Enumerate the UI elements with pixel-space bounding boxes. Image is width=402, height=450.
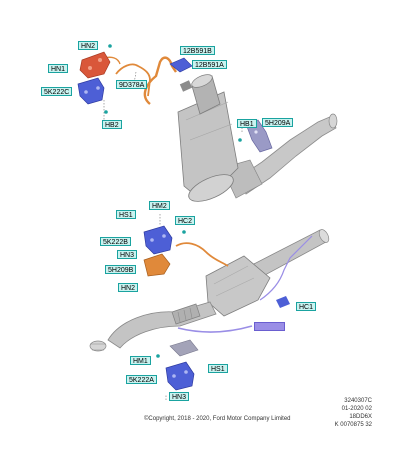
- bracket-hb1: [245, 119, 273, 153]
- highlighted-cable: [177, 325, 253, 333]
- callout-hc2: HC2: [175, 216, 196, 225]
- bottom-exhaust-assembly: [89, 214, 330, 400]
- gray-bracket-bottom: [169, 339, 199, 357]
- blue-bracket-middle: [143, 225, 173, 255]
- flex-section: [171, 303, 201, 325]
- hc1-clip: [276, 296, 290, 308]
- reference-line-1: 3240307C: [344, 398, 372, 404]
- callout-5h209a: 5H209A: [262, 118, 294, 127]
- callout-5k222c: 5K222C: [41, 87, 73, 96]
- dpf-canister-end: [188, 174, 234, 202]
- callout-5k222a: 5K222A: [126, 375, 157, 384]
- reference-line-3: 18DD6X: [349, 414, 372, 420]
- callout-hs1: HS1: [116, 210, 136, 219]
- callout-12b591a: 12B591A: [192, 60, 227, 69]
- callout-hs1-bottom: HS1: [208, 364, 228, 373]
- sensor-harness: [143, 56, 177, 105]
- front-flange: [89, 340, 107, 352]
- callout-5h209b: 5H209B: [105, 265, 137, 274]
- callout-hn2-mid: HN2: [118, 283, 139, 292]
- callout-hn2-top: HN2: [78, 41, 99, 50]
- callout-hn1-top: HN1: [48, 64, 69, 73]
- callout-12b591b: 12B591B: [180, 46, 215, 55]
- callout-highlighted: 5D279A: [254, 322, 286, 331]
- callout-hb2: HB2: [102, 120, 122, 129]
- copyright-text: ©Copyright, 2018 - 2020, Ford Motor Comp…: [144, 416, 291, 422]
- blue-bracket-bottom: [165, 361, 195, 391]
- downpipe-front: [107, 301, 217, 349]
- callout-hm2: HM2: [149, 201, 170, 210]
- reference-line-4: K 0070875 32: [334, 422, 372, 428]
- top-exhaust-assembly: [77, 44, 338, 202]
- callout-hn3-bottom: HN3: [169, 392, 190, 401]
- sensor-harness-middle: [175, 242, 229, 267]
- heat-shield-bracket: [79, 51, 111, 79]
- blue-bracket-top-left: [77, 77, 105, 105]
- callout-hb1: HB1: [237, 119, 257, 128]
- downpipe-rear-end: [318, 229, 330, 243]
- callout-5k222b: 5K222B: [100, 237, 131, 246]
- reference-line-2: 01-2020 02: [341, 406, 372, 412]
- top-outlet-flange: [328, 113, 338, 129]
- callout-9d378a: 9D378A: [116, 80, 148, 89]
- reference-codes: 3240307C 01-2020 02 18DD6X K 0070875 32: [335, 397, 372, 429]
- callout-hc1: HC1: [296, 302, 317, 311]
- catalyst-body: [205, 255, 271, 317]
- callout-hm1: HM1: [130, 356, 151, 365]
- callout-hn3-mid: HN3: [117, 250, 138, 259]
- orange-sensor-middle: [143, 253, 171, 277]
- dpf-sensor-boss: [179, 80, 193, 92]
